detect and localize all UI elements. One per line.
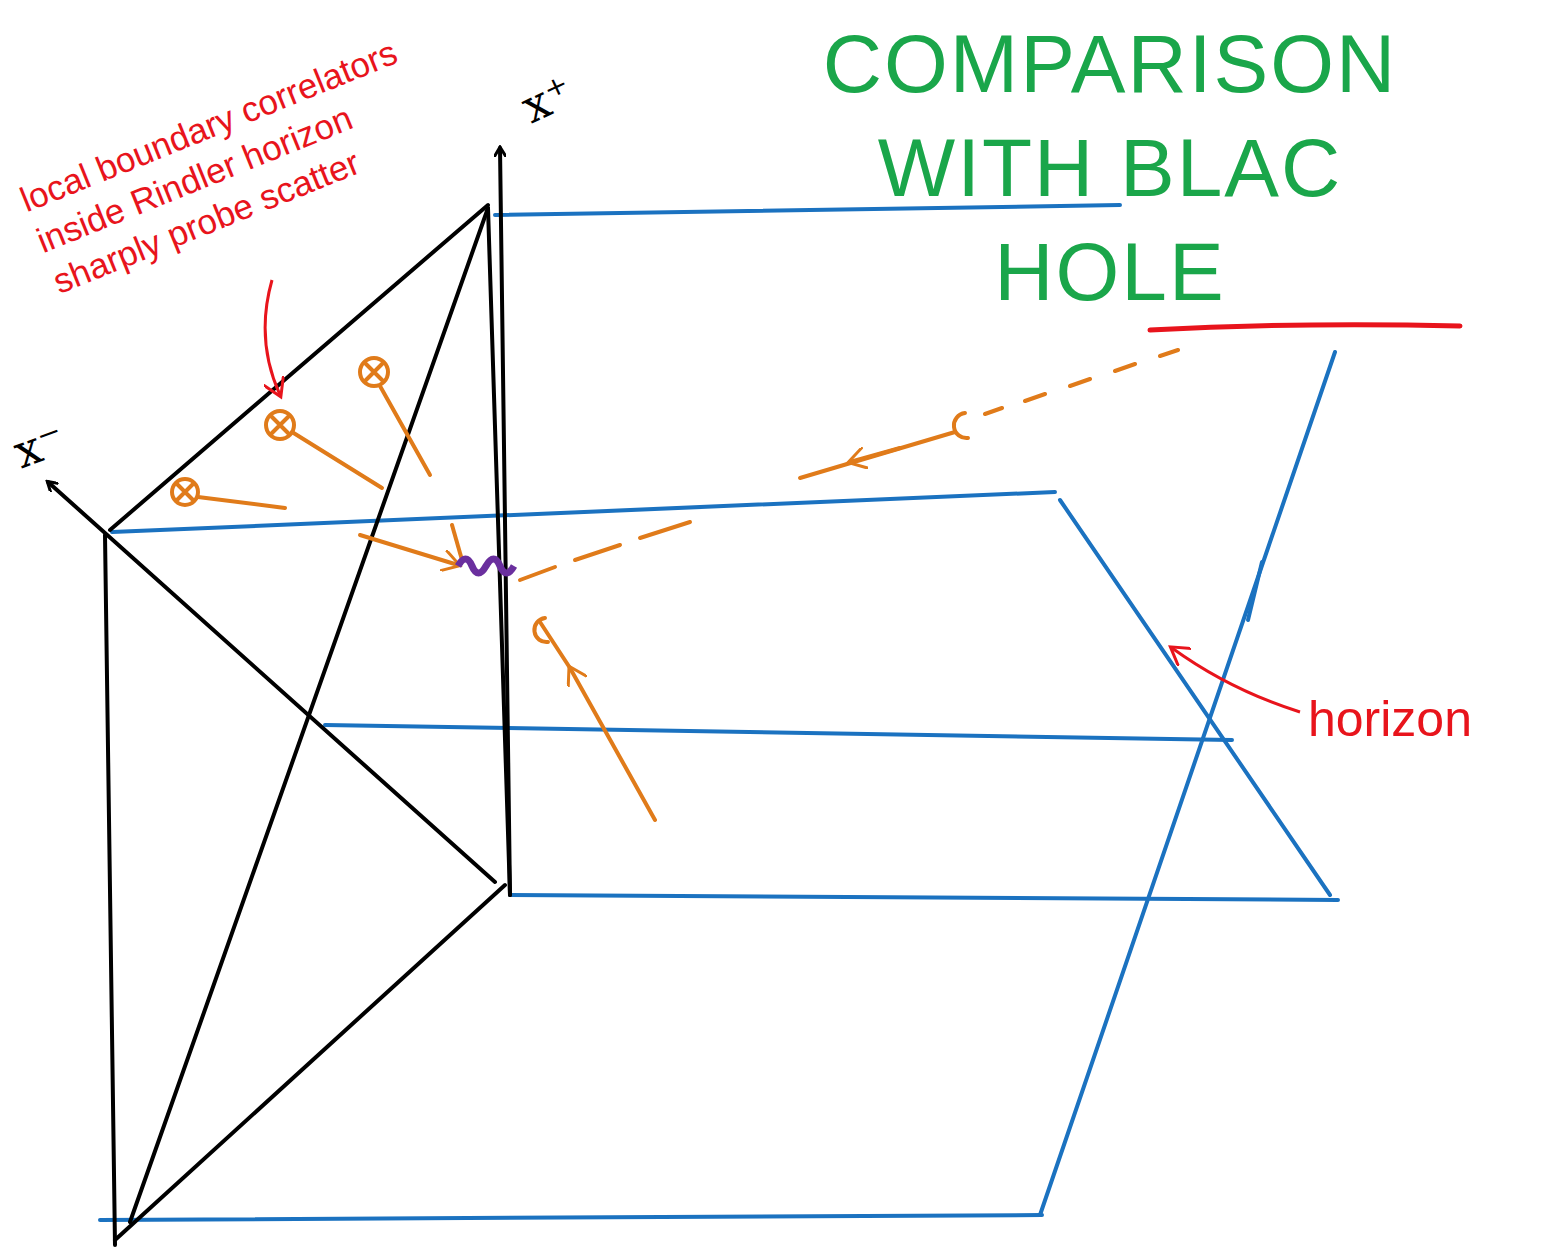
- title: COMPARISON WITH BLAC HOLE: [770, 12, 1450, 324]
- interaction-squiggle: [458, 559, 514, 573]
- leader-line: [1172, 648, 1300, 712]
- axis-label: x⁺: [513, 64, 581, 134]
- orange-probes: [172, 350, 1178, 820]
- blue-sheets: [100, 205, 1338, 1220]
- annotation-label: horizon: [1308, 690, 1472, 748]
- annotation-note: local boundary correlators inside Rindle…: [14, 13, 481, 304]
- leader-line: [265, 280, 280, 395]
- black-wedge: [48, 148, 510, 1245]
- title-underline: [1150, 325, 1460, 330]
- axis-label: x⁻: [6, 411, 72, 479]
